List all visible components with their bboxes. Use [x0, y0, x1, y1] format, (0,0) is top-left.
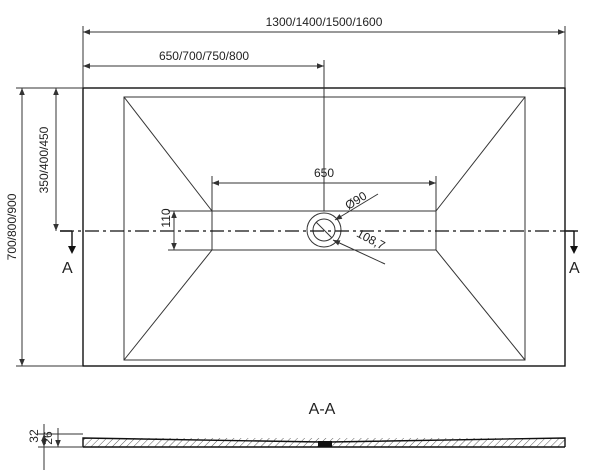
dim-drain-diameter-label: Ø90: [343, 188, 370, 212]
dim-total-height-label: 32: [27, 429, 41, 443]
section-arrow-right: [570, 246, 578, 254]
dim-drain-outer-label: 108,7: [354, 226, 387, 253]
leader-outer: [332, 239, 386, 265]
dim-half-width-label: 650/700/750/800: [159, 49, 249, 63]
dim-channel-length-label: 650: [314, 166, 334, 180]
section-profile: [82, 437, 566, 448]
dim-inner-height-label: 26: [41, 431, 55, 445]
section-label-right: A: [569, 260, 580, 277]
section-arrow-left: [68, 246, 76, 254]
dim-channel-height-label: 110: [159, 208, 173, 227]
drain-circle-outer: [306, 212, 342, 248]
slope-line: [435, 96, 526, 212]
leader-diameter: [334, 193, 379, 221]
drain-circle-inner: [312, 218, 336, 242]
slope-line: [123, 249, 213, 361]
section-title: A-A: [309, 401, 336, 418]
dim-overall-depth-label: 700/800/900: [5, 193, 19, 260]
dim-overall-width-label: 1300/1400/1500/1600: [266, 15, 383, 29]
slope-line: [435, 249, 526, 361]
section-label-left: A: [62, 260, 73, 277]
drain-cross: [315, 221, 333, 239]
slope-line: [123, 96, 213, 212]
dim-half-depth-label: 350/400/450: [37, 126, 51, 193]
